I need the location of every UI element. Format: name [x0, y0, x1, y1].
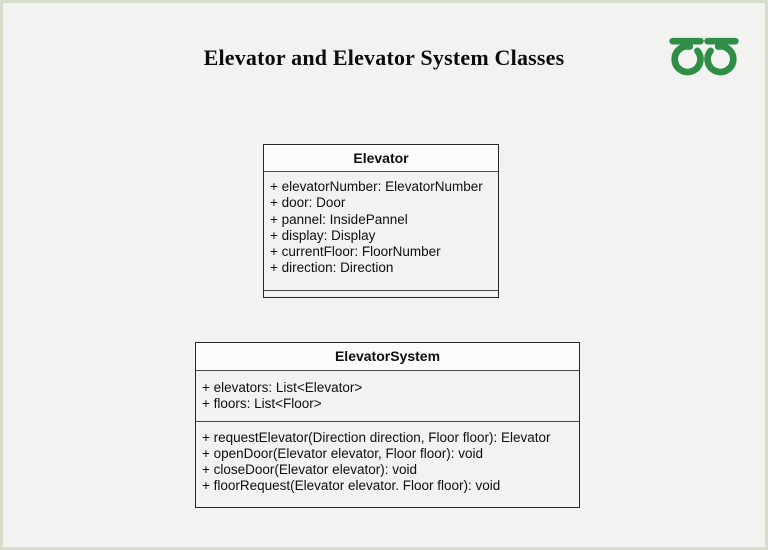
- method-row: + closeDoor(Elevator elevator): void: [202, 462, 417, 478]
- class-box-elevator-system: ElevatorSystem + elevators: List<Elevato…: [195, 342, 580, 508]
- attribute-row: + door: Door: [270, 195, 346, 211]
- attribute-row: + pannel: InsidePannel: [270, 211, 408, 227]
- attributes-compartment: + elevatorNumber: ElevatorNumber + door:…: [264, 172, 498, 290]
- method-row: + floorRequest(Elevator elevator. Floor …: [202, 478, 501, 494]
- attribute-row: + elevators: List<Elevator>: [202, 380, 363, 395]
- method-row: + openDoor(Elevator elevator, Floor floo…: [202, 445, 484, 461]
- methods-compartment: + requestElevator(Direction direction, F…: [196, 420, 579, 507]
- attribute-row: + elevatorNumber: ElevatorNumber: [270, 179, 483, 194]
- page-title: Elevator and Elevator System Classes: [203, 45, 565, 70]
- method-row: + requestElevator(Direction direction, F…: [202, 429, 551, 445]
- attribute-row: + direction: Direction: [270, 260, 394, 276]
- class-box-elevator: Elevator + elevatorNumber: ElevatorNumbe…: [263, 144, 499, 298]
- attribute-row: + floors: List<Floor>: [202, 396, 322, 412]
- class-name-header: ElevatorSystem: [196, 343, 579, 371]
- empty-methods-compartment: [264, 289, 498, 297]
- attribute-row: + display: Display: [270, 227, 376, 243]
- class-name-header: Elevator: [264, 145, 498, 172]
- geeksforgeeks-logo-icon: [669, 37, 739, 76]
- attributes-compartment: + elevators: List<Elevator> + floors: Li…: [196, 371, 579, 421]
- attribute-row: + currentFloor: FloorNumber: [270, 244, 441, 260]
